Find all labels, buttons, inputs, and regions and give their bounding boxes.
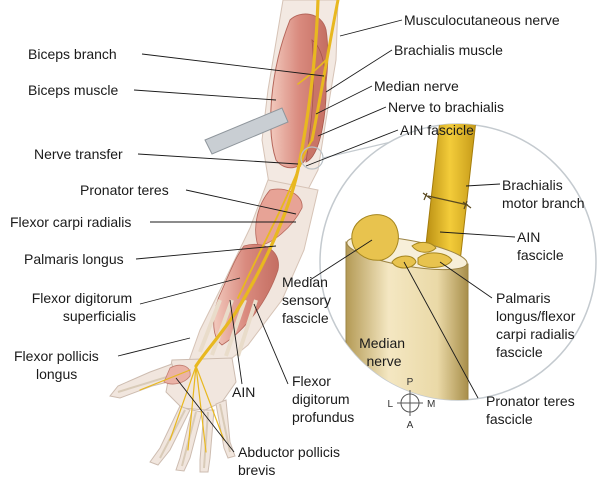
label-ainf-line-2: fascicle: [517, 247, 564, 263]
label-brachialis-muscle: Brachialis muscle: [394, 42, 503, 58]
orient-a-label: A: [407, 420, 414, 431]
label-msf-line-2: sensory: [282, 292, 331, 308]
label-flexor-pollicis-longus: Flexor pollicis longus: [14, 348, 103, 382]
label-median-sensory-fascicle: Median sensory fascicle: [282, 274, 335, 326]
label-nerve-to-brachialis: Nerve to brachialis: [388, 99, 504, 115]
label-msf-line-1: Median: [282, 274, 328, 290]
label-apb-line-1: Abductor pollicis: [238, 444, 340, 460]
orient-p-label: P: [407, 377, 414, 388]
median-sensory-fascicle: [352, 215, 398, 261]
label-msf-line-3: fascicle: [282, 310, 329, 326]
label-abductor-pollicis-brevis: Abductor pollicis brevis: [238, 444, 344, 477]
label-ptf-line-2: fascicle: [486, 411, 533, 427]
label-fpl-line-1: Flexor pollicis: [14, 348, 99, 364]
label-fpl-line-2: longus: [36, 366, 77, 382]
label-fdp-line-3: profundus: [292, 409, 354, 425]
label-biceps-branch: Biceps branch: [28, 46, 117, 62]
label-median-nerve: Median nerve: [374, 78, 459, 94]
label-ain-fascicle: AIN fascicle: [400, 122, 474, 138]
label-plfcr-line-4: fascicle: [496, 344, 543, 360]
label-ain: AIN: [232, 384, 255, 400]
label-nerve-transfer: Nerve transfer: [34, 146, 123, 162]
label-flexor-carpi-radialis: Flexor carpi radialis: [10, 214, 131, 230]
label-pronator-teres: Pronator teres: [80, 182, 169, 198]
label-plfcr-line-2: longus/flexor: [496, 308, 576, 324]
orient-m-label: M: [427, 399, 435, 410]
label-plfcr-line-1: Palmaris: [496, 290, 550, 306]
label-fds-line-1: Flexor digitorum: [32, 290, 132, 306]
label-mni-line-2: nerve: [366, 353, 401, 369]
label-biceps-muscle: Biceps muscle: [28, 82, 118, 98]
label-palmaris-longus: Palmaris longus: [24, 251, 124, 267]
label-bmb-line-1: Brachialis: [502, 177, 563, 193]
label-apb-line-2: brevis: [238, 462, 275, 477]
label-flexor-digitorum-profundus: Flexor digitorum profundus: [292, 373, 354, 425]
orient-l-label: L: [387, 399, 393, 410]
label-fdp-line-2: digitorum: [292, 391, 350, 407]
label-ainf-line-1: AIN: [517, 229, 540, 245]
label-mni-line-1: Median: [359, 335, 405, 351]
label-plfcr-line-3: carpi radialis: [496, 326, 575, 342]
label-fds-line-2: superficialis: [63, 308, 136, 324]
label-ptf-line-1: Pronator teres: [486, 393, 575, 409]
label-bmb-line-2: motor branch: [502, 195, 584, 211]
label-pronator-teres-fascicle: Pronator teres fascicle: [486, 393, 579, 427]
cross-section-inset: P L M A: [320, 120, 596, 431]
label-musculocutaneous-nerve: Musculocutaneous nerve: [404, 12, 560, 28]
label-fdp-line-1: Flexor: [292, 373, 331, 389]
label-flexor-digitorum-superficialis: Flexor digitorum superficialis: [32, 290, 136, 324]
